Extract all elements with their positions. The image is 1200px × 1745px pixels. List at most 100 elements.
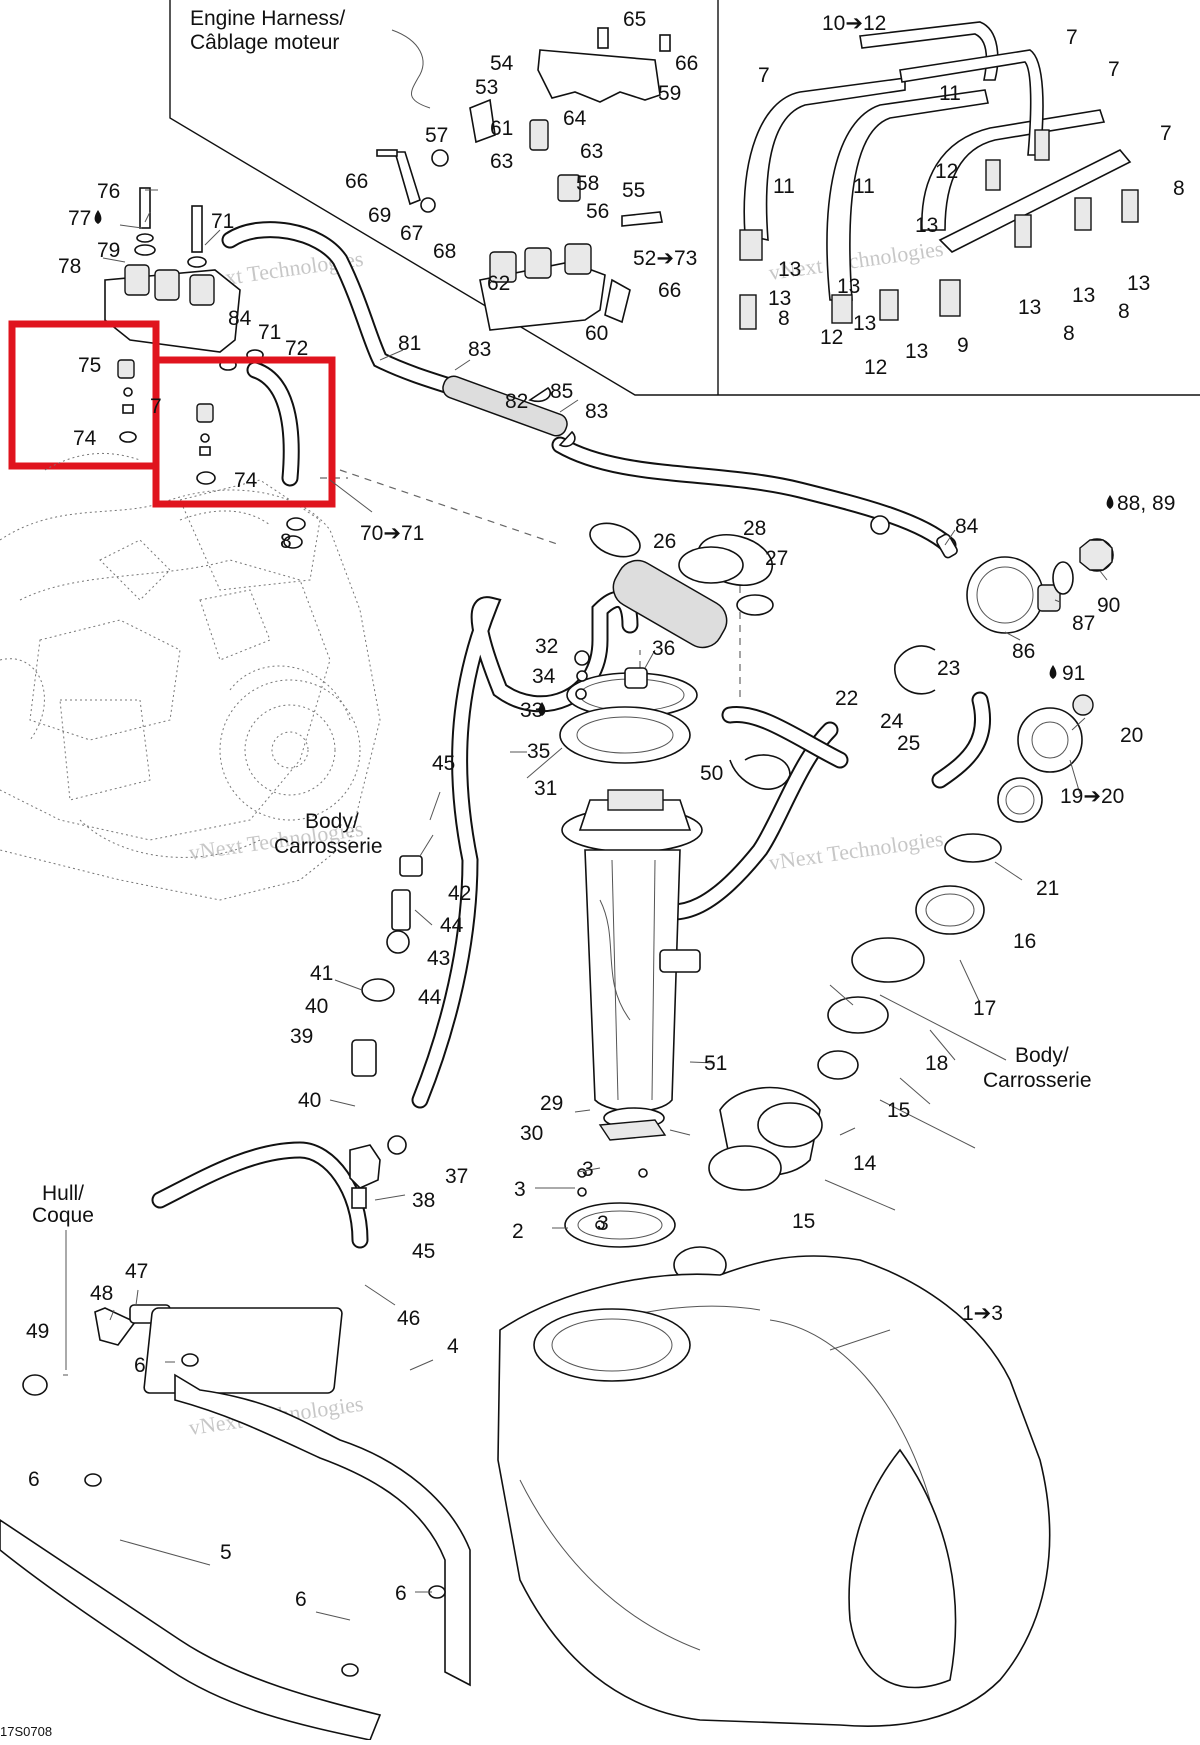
part-label: 85 bbox=[550, 380, 573, 403]
part-label: 29 bbox=[540, 1092, 563, 1115]
part-label: 83 bbox=[585, 400, 608, 423]
part-label: 13 bbox=[915, 214, 938, 237]
part-label: 13 bbox=[1127, 272, 1150, 295]
body-label-a: Body/ bbox=[305, 810, 359, 833]
part-label: 78 bbox=[58, 255, 81, 278]
part-label: 84 bbox=[955, 515, 979, 538]
part-label: 7 bbox=[150, 395, 162, 418]
part-label: 31 bbox=[534, 777, 557, 800]
part-label: 44 bbox=[418, 986, 442, 1009]
lower-left-parts bbox=[22, 855, 423, 1396]
part-label: 39 bbox=[290, 1025, 313, 1048]
part-label: 32 bbox=[535, 635, 558, 658]
fuel-pump-51 bbox=[561, 672, 703, 1141]
part-label: 90 bbox=[1097, 594, 1120, 617]
part-label: 64 bbox=[563, 107, 587, 130]
part-label: 4 bbox=[447, 1335, 459, 1358]
part-label: 2 bbox=[512, 1220, 524, 1243]
part-label: 79 bbox=[97, 239, 120, 262]
part-label: 13 bbox=[1072, 284, 1095, 307]
filler-neck-parts bbox=[673, 694, 1094, 1284]
part-label: 23 bbox=[937, 657, 960, 680]
part-label: 45 bbox=[412, 1240, 435, 1263]
drop-icon bbox=[94, 210, 102, 224]
part-label: 7 bbox=[1066, 26, 1078, 49]
part-label: 8 bbox=[1118, 300, 1130, 323]
part-label: 74 bbox=[73, 427, 97, 450]
part-label: 3 bbox=[514, 1178, 526, 1201]
part-label: 82 bbox=[505, 390, 528, 413]
part-label: 63 bbox=[490, 150, 513, 173]
callout-texts: Engine Harness/ Câblage moteur Body/ Car… bbox=[0, 7, 1092, 1739]
part-label: 6 bbox=[134, 1354, 146, 1377]
part-label: 33 bbox=[520, 699, 543, 722]
part-label: 20 bbox=[1120, 724, 1143, 747]
part-label: 68 bbox=[433, 240, 456, 263]
part-label: 35 bbox=[527, 740, 550, 763]
part-label: 66 bbox=[658, 279, 681, 302]
part-label: 12 bbox=[935, 160, 958, 183]
part-label: 52➔73 bbox=[633, 247, 697, 270]
part-label: 7 bbox=[1160, 122, 1172, 145]
body-label-b-fr: Carrosserie bbox=[983, 1069, 1092, 1092]
part-label: 55 bbox=[622, 179, 645, 202]
drop-icon bbox=[538, 702, 546, 716]
part-label: 22 bbox=[835, 687, 858, 710]
strap-assembly bbox=[739, 21, 1139, 330]
part-label: 56 bbox=[586, 200, 609, 223]
body-label-b: Body/ bbox=[1015, 1044, 1069, 1067]
part-label: 8 bbox=[1173, 177, 1185, 200]
part-label: 13 bbox=[905, 340, 928, 363]
engine-harness-label: Engine Harness/ bbox=[190, 7, 345, 30]
part-label: 67 bbox=[400, 222, 423, 245]
highlight-box-right bbox=[152, 356, 336, 508]
part-label: 59 bbox=[658, 82, 681, 105]
part-label: 66 bbox=[345, 170, 368, 193]
part-label: 37 bbox=[445, 1165, 468, 1188]
part-label: 21 bbox=[1036, 877, 1059, 900]
part-label: 40 bbox=[298, 1089, 321, 1112]
part-label: 65 bbox=[623, 8, 646, 31]
corrugated-hose-82 bbox=[442, 375, 568, 437]
part-label: 42 bbox=[448, 882, 471, 905]
part-label: 43 bbox=[427, 947, 450, 970]
part-label: 36 bbox=[652, 637, 675, 660]
part-label: 91 bbox=[1062, 662, 1085, 685]
part-label: 50 bbox=[700, 762, 723, 785]
part-label: 8 bbox=[280, 530, 292, 553]
part-label: 12 bbox=[820, 326, 843, 349]
body-label-a-fr: Carrosserie bbox=[274, 835, 383, 858]
part-label: 47 bbox=[125, 1260, 148, 1283]
part-label: 7 bbox=[1108, 58, 1120, 81]
part-number-labels: 1➔3 2 3 3 3 4 5 6 6 6 6 7 7 7 7 7 8 8 8 … bbox=[26, 8, 1185, 1611]
part-label: 45 bbox=[432, 752, 455, 775]
drop-icon bbox=[1049, 665, 1057, 679]
engine-harness-inset-frame bbox=[169, 0, 1200, 396]
fuel-tank bbox=[497, 1255, 1051, 1727]
part-label: 44 bbox=[440, 914, 464, 937]
part-label: 28 bbox=[743, 517, 766, 540]
part-label: 11 bbox=[853, 175, 875, 198]
part-label: 51 bbox=[704, 1052, 727, 1075]
part-label: 7 bbox=[758, 64, 770, 87]
part-label: 83 bbox=[468, 338, 491, 361]
part-label: 30 bbox=[520, 1122, 543, 1145]
part-label: 71 bbox=[258, 321, 281, 344]
part-label: 13 bbox=[778, 258, 801, 281]
part-label: 10➔12 bbox=[822, 12, 886, 35]
part-label: 40 bbox=[305, 995, 328, 1018]
gasket-28 bbox=[678, 546, 744, 584]
part-label: 60 bbox=[585, 322, 608, 345]
part-label: 41 bbox=[310, 962, 333, 985]
highlight-contents bbox=[44, 359, 306, 549]
part-label: 87 bbox=[1072, 612, 1095, 635]
part-label: 61 bbox=[490, 117, 513, 140]
leader-lines bbox=[63, 189, 1108, 1621]
part-label: 57 bbox=[425, 124, 448, 147]
part-label: 13 bbox=[853, 312, 876, 335]
part-label: 17 bbox=[973, 997, 996, 1020]
harness-inset-parts bbox=[376, 27, 671, 331]
part-label: 58 bbox=[576, 172, 599, 195]
part-label: 49 bbox=[26, 1320, 49, 1343]
